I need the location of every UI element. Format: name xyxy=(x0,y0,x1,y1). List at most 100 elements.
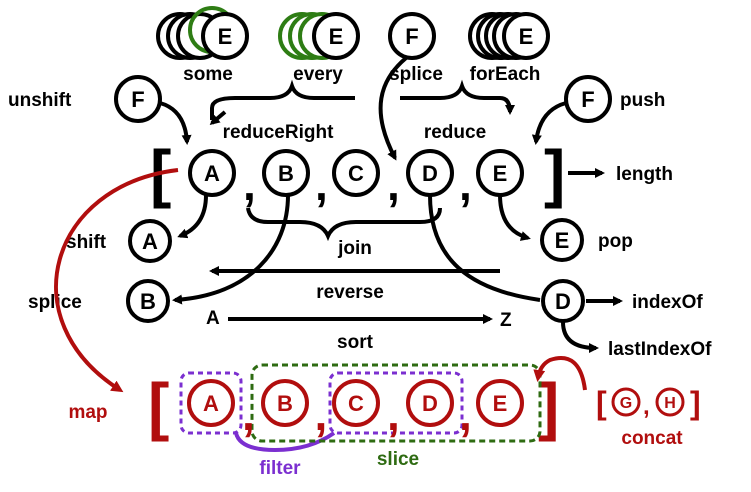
sort-to-letter: Z xyxy=(500,310,512,331)
result-item-circle xyxy=(261,379,309,427)
push-label: push xyxy=(620,90,665,111)
result-item-letter: D xyxy=(422,391,438,416)
result-open-bracket: [ xyxy=(148,370,169,442)
unshift-arrow xyxy=(159,101,192,145)
splice-remove-arrow xyxy=(172,194,290,305)
result-array-items: A, B, C, D, E xyxy=(187,379,524,440)
push-letter: F xyxy=(581,87,594,112)
shift-letter: A xyxy=(142,229,158,254)
indexof-letter: D xyxy=(555,289,571,314)
array-comma: , xyxy=(387,158,400,210)
map-label: map xyxy=(68,402,107,423)
filter-connector xyxy=(234,431,336,453)
reduce-right-arrowhead xyxy=(209,110,227,125)
reduce-right-brace xyxy=(210,79,355,120)
pop-arrow xyxy=(498,194,531,241)
result-item-letter: A xyxy=(203,391,219,416)
length-label: length xyxy=(616,164,673,185)
splice-remove-circle xyxy=(126,279,170,323)
join-label: join xyxy=(337,238,372,259)
concat-g-letter: G xyxy=(620,395,632,412)
unshift-label: unshift xyxy=(8,90,72,111)
lastindexof-arrow xyxy=(561,321,599,353)
every-label: every xyxy=(293,64,343,85)
array-comma: , xyxy=(459,158,472,210)
concat-h-letter: H xyxy=(664,395,676,412)
result-item-letter: C xyxy=(348,391,364,416)
result-item-circle xyxy=(476,379,524,427)
concat-arrow xyxy=(533,356,587,391)
push-circle xyxy=(564,75,612,123)
result-comma: , xyxy=(315,388,328,440)
filter-box-a xyxy=(179,371,243,435)
concat-open-bracket: [ xyxy=(596,385,607,421)
unshift-circle xyxy=(114,75,162,123)
array-comma: , xyxy=(243,158,256,210)
concat-g-circle xyxy=(611,387,641,417)
foreach-label: forEach xyxy=(470,64,541,85)
splice-remove-letter: B xyxy=(140,289,156,314)
reduce-label: reduce xyxy=(424,122,486,143)
foreach-stack: E forEach xyxy=(468,12,550,85)
array-comma: , xyxy=(315,158,328,210)
array-item-circle xyxy=(332,149,380,197)
shift-arrow xyxy=(177,194,208,239)
some-stack: E some xyxy=(156,6,249,85)
result-item-circle xyxy=(187,379,235,427)
result-comma: , xyxy=(459,388,472,440)
lastindexof-label: lastIndexOf xyxy=(608,339,712,360)
concat-close-bracket: ] xyxy=(690,385,701,421)
result-item-letter: B xyxy=(277,391,293,416)
every-stack: E every xyxy=(278,12,360,85)
array-item-letter: C xyxy=(348,161,364,186)
array-items: A, B, C, D, E xyxy=(188,149,524,210)
some-label: some xyxy=(183,64,233,85)
pop-letter: E xyxy=(555,228,570,253)
reverse-label: reverse xyxy=(316,282,384,303)
splice-insert-arrow xyxy=(378,56,408,161)
shift-label: shift xyxy=(66,232,107,253)
filter-box-cd xyxy=(328,371,464,435)
push-arrow xyxy=(531,101,567,145)
pop-circle xyxy=(540,218,584,262)
array-item-letter: E xyxy=(493,161,508,186)
splice-top-letter: F xyxy=(405,24,418,49)
result-close-bracket: ] xyxy=(538,370,559,442)
reduce-right-label: reduceRight xyxy=(223,122,335,143)
shift-circle xyxy=(128,219,172,263)
splice-top: F splice xyxy=(388,12,443,85)
filter-label: filter xyxy=(259,458,301,479)
unshift-letter: F xyxy=(131,87,144,112)
array-item-letter: A xyxy=(204,161,220,186)
concat-label: concat xyxy=(621,428,683,449)
result-comma: , xyxy=(387,388,400,440)
sort-from-letter: A xyxy=(206,308,220,329)
every-letter: E xyxy=(329,24,344,49)
foreach-letter: E xyxy=(519,24,534,49)
concat-h-circle xyxy=(655,387,685,417)
indexof-circle xyxy=(541,279,585,323)
map-arrow xyxy=(54,168,179,393)
slice-label: slice xyxy=(377,449,419,470)
result-item-circle xyxy=(332,379,380,427)
array-item-letter: D xyxy=(422,161,438,186)
join-brace xyxy=(246,207,442,242)
array-close-bracket: ] xyxy=(544,137,565,209)
some-letter: E xyxy=(218,24,233,49)
pop-label: pop xyxy=(598,231,633,252)
result-comma: , xyxy=(242,388,255,440)
indexof-label: indexOf xyxy=(632,292,703,313)
array-item-circle xyxy=(188,149,236,197)
sort-label: sort xyxy=(337,332,374,353)
concat-comma: , xyxy=(643,393,650,420)
splice-remove-label: splice xyxy=(28,292,82,313)
slice-box xyxy=(250,363,542,443)
reduce-brace xyxy=(400,79,515,115)
array-item-letter: B xyxy=(278,161,294,186)
result-item-circle xyxy=(406,379,454,427)
result-item-letter: E xyxy=(493,391,508,416)
indexof-arrow xyxy=(428,194,541,302)
splice-top-label: splice xyxy=(389,64,443,85)
